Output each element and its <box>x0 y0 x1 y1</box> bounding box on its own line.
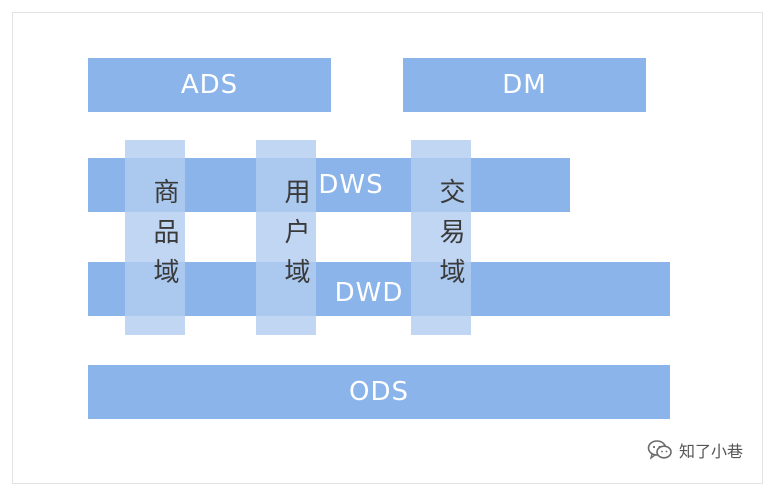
domain-trade-label: 交易域 <box>435 178 465 298</box>
layer-dm: DM <box>403 58 646 112</box>
watermark: 知了小巷 <box>647 438 743 462</box>
domain-goods-label: 商品域 <box>149 178 179 298</box>
layer-dws-label: DWS <box>318 170 384 200</box>
wechat-icon <box>647 440 672 460</box>
layer-ods: ODS <box>88 365 670 419</box>
layer-ods-label: ODS <box>349 377 409 407</box>
layer-dwd: DWD <box>88 262 670 316</box>
domain-trade: 交易域 <box>411 140 471 335</box>
domain-user: 用户域 <box>256 140 316 335</box>
watermark-text: 知了小巷 <box>678 442 743 461</box>
domain-user-label: 用户域 <box>280 178 310 298</box>
layer-ads-label: ADS <box>180 70 239 100</box>
layer-dm-label: DM <box>502 70 547 100</box>
layer-dwd-label: DWD <box>334 278 404 308</box>
domain-goods: 商品域 <box>125 140 185 335</box>
layer-ads: ADS <box>88 58 331 112</box>
